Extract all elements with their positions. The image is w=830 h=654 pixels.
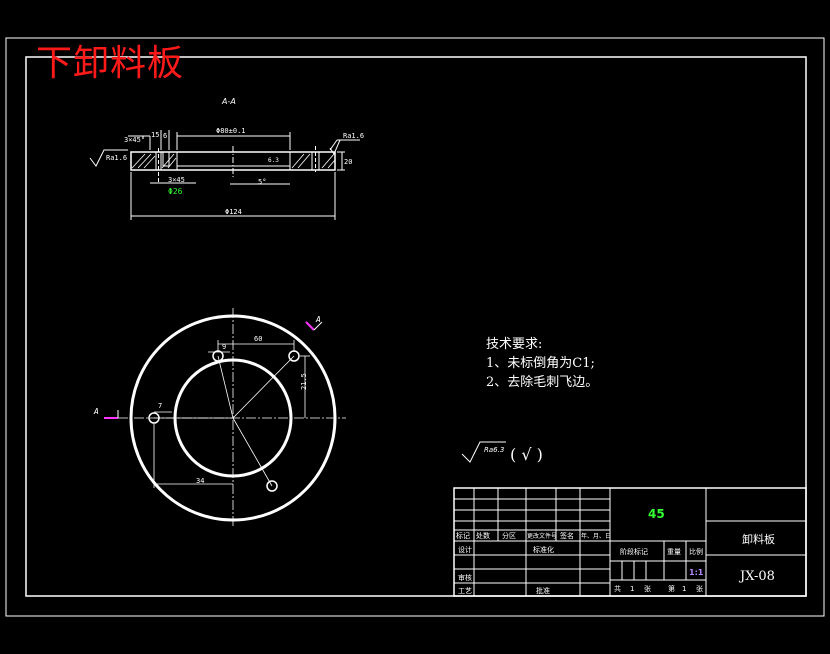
design-label: 设计 bbox=[458, 545, 472, 554]
section-label: A-A bbox=[221, 97, 236, 106]
stage-label: 阶段标记 bbox=[620, 547, 648, 556]
weight-label: 重量 bbox=[667, 548, 681, 556]
ratio-label: 比例 bbox=[689, 547, 703, 556]
ra-left-label: Ra1.6 bbox=[106, 154, 127, 162]
total-label: 共 bbox=[614, 584, 621, 593]
section-view: A-A bbox=[89, 97, 360, 220]
dim-60-label: 60 bbox=[254, 335, 262, 343]
sheet-label: 张 bbox=[696, 584, 703, 593]
section-mark-right: A bbox=[315, 315, 321, 324]
dim-9-label: 9 bbox=[222, 343, 226, 351]
inner-frame bbox=[25, 56, 807, 597]
process-label: 工艺 bbox=[458, 587, 472, 595]
scale-value: 1:1 bbox=[689, 568, 704, 577]
sheet-count: 1 bbox=[682, 585, 686, 593]
plan-dims: 9 60 7 34 21.5 A A bbox=[93, 315, 321, 485]
ra-right-label: Ra1.6 bbox=[343, 132, 364, 140]
section-mark-left: A bbox=[93, 407, 99, 416]
title-block-text: 标记 处数 分区 更改文件号 签名 年、月、日 设计 标准化 审核 工艺 批准 … bbox=[456, 531, 704, 595]
rev-header-4: 签名 bbox=[560, 531, 574, 540]
rev-header-0: 标记 bbox=[456, 531, 470, 540]
bore-dim-label: Φ80±0.1 bbox=[216, 127, 246, 135]
inner-ra-label: 6.3 bbox=[268, 157, 279, 164]
drawing-title: 下卸料板 bbox=[36, 43, 185, 84]
od-label: Φ124 bbox=[225, 208, 242, 216]
approve-label: 批准 bbox=[536, 586, 550, 595]
plan-view bbox=[104, 308, 346, 528]
part-name: 卸料板 bbox=[742, 532, 775, 546]
tech-item-1: 1、未标倒角为C1; bbox=[486, 356, 595, 371]
material-value: 45 bbox=[648, 507, 665, 521]
dim-34-label: 34 bbox=[196, 477, 204, 485]
rev-header-1: 处数 bbox=[476, 531, 490, 540]
total-count: 1 bbox=[630, 585, 634, 593]
angle-label: 5° bbox=[258, 178, 266, 186]
drawing-number: JX-08 bbox=[738, 569, 775, 584]
section-dims: 3×45° 15 6 Φ80±0.1 Ra1.6 Ra1.6 20 3×45 Φ… bbox=[106, 127, 364, 216]
title-block bbox=[453, 487, 807, 597]
chamfer-bottom-label: 3×45 bbox=[168, 176, 185, 184]
tech-item-2: 2、去除毛刺飞边。 bbox=[486, 375, 599, 390]
tech-heading: 技术要求: bbox=[486, 337, 543, 352]
dim-21-5-label: 21.5 bbox=[300, 373, 308, 390]
sheet-no-label: 第 bbox=[668, 584, 675, 593]
chamfer-top-label: 3×45° bbox=[124, 136, 145, 144]
dim-15-label: 15 bbox=[151, 131, 159, 139]
sheets-label: 张 bbox=[644, 584, 651, 593]
outer-frame bbox=[5, 37, 825, 617]
rev-header-3: 更改文件号 bbox=[527, 532, 557, 540]
dim-7-label: 7 bbox=[158, 402, 162, 410]
roughness-value: Ra6.3 bbox=[484, 446, 504, 454]
rev-header-2: 分区 bbox=[502, 531, 516, 540]
rev-header-5: 年、月、日 bbox=[581, 532, 611, 540]
roughness-symbol bbox=[461, 441, 506, 463]
review-label: 审核 bbox=[458, 573, 472, 582]
standard-label: 标准化 bbox=[533, 545, 554, 554]
dim-6-label: 6 bbox=[163, 132, 167, 140]
roughness-suffix: ( √ ) bbox=[510, 445, 543, 464]
cbore-label: Φ26 bbox=[168, 187, 183, 196]
height-label: 20 bbox=[344, 158, 352, 166]
